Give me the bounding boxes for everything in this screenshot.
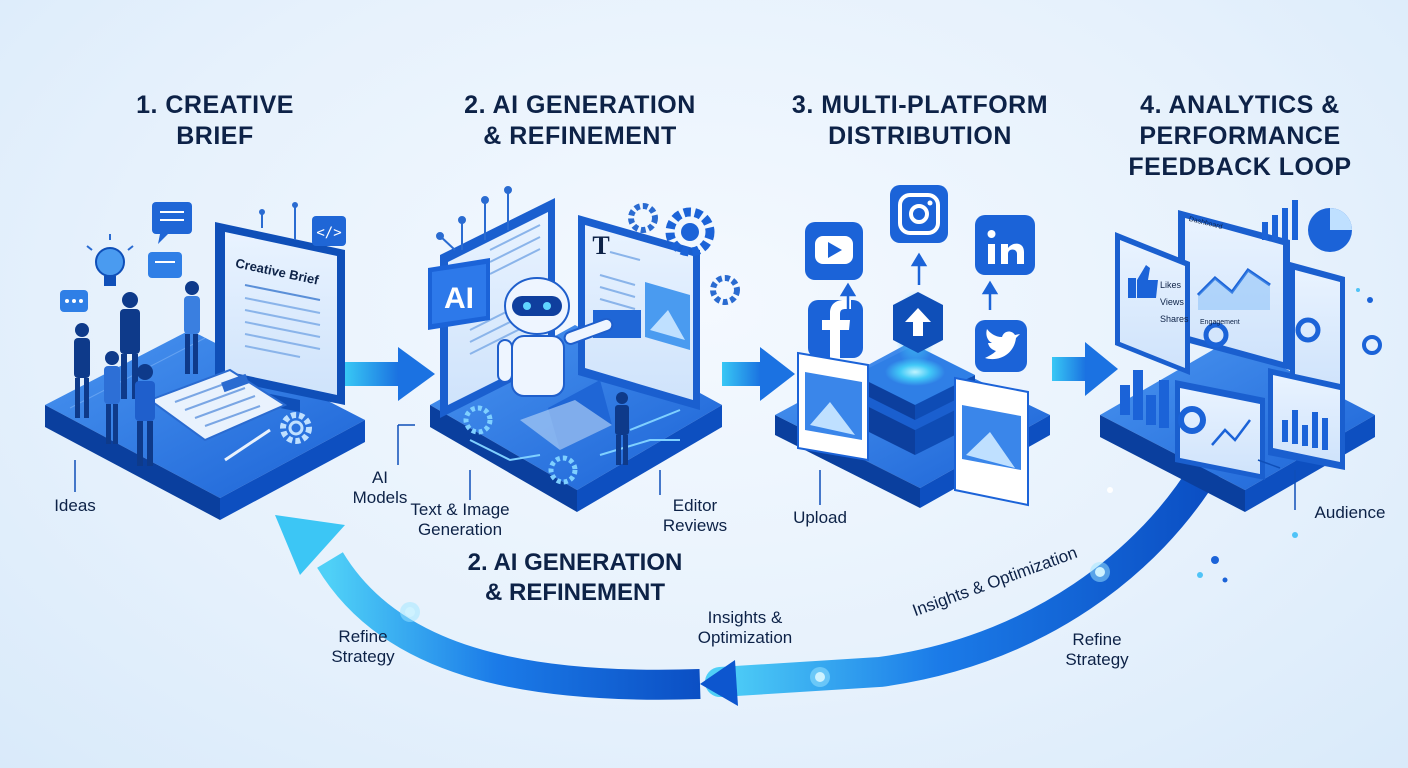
step-title-4-line2: PERFORMANCE xyxy=(1139,122,1341,150)
code-icon: </> xyxy=(259,202,346,246)
monitor xyxy=(215,222,345,412)
editor-line1: Editor xyxy=(672,496,718,515)
metric-views: Views xyxy=(1160,297,1184,307)
thumbs-up-icon xyxy=(1128,265,1158,298)
upload-icon xyxy=(893,292,943,353)
step-title-1-line2: BRIEF xyxy=(176,122,254,150)
step-arrow-3 xyxy=(1052,342,1118,396)
step-title-1-line1: 1. CREATIVE xyxy=(136,91,294,119)
lightbulb-icon xyxy=(86,234,134,286)
text-image-line1: Text & Image xyxy=(410,500,510,519)
text-glyph: T xyxy=(592,231,610,260)
step-arrow-2 xyxy=(722,347,795,401)
panel-analytics xyxy=(1100,200,1382,583)
panel-creative-brief: </> xyxy=(45,202,365,520)
editor-line2: Reviews xyxy=(662,516,728,535)
bar-chart-icon xyxy=(1262,200,1298,240)
step-title-3: 3. MULTI-PLATFORM DISTRIBUTION xyxy=(775,90,1065,152)
gear-icon xyxy=(280,412,312,444)
editor-reviews-label: Editor Reviews xyxy=(650,496,740,536)
image-icon xyxy=(797,351,1029,507)
ai-badge-text: AI xyxy=(444,282,474,315)
clipboard-icon xyxy=(147,368,288,442)
audience-label: Audience xyxy=(1314,503,1386,522)
step-title-2-line1: 2. AI GENERATION xyxy=(464,91,696,119)
image-icon xyxy=(645,282,690,350)
step-title-3-line2: DISTRIBUTION xyxy=(828,122,1012,150)
ai-badge xyxy=(428,258,490,330)
ideas-label: Ideas xyxy=(54,496,96,515)
insights-mid-line1: Insights & xyxy=(707,608,783,627)
panel-distribution xyxy=(775,185,1050,508)
step-title-4: 4. ANALYTICS & PERFORMANCE FEEDBACK LOOP xyxy=(1110,90,1370,183)
metric-shares: Shares xyxy=(1160,314,1189,324)
team-people xyxy=(74,281,200,466)
bar-chart-icon xyxy=(1282,410,1328,450)
engagement-label: Engagement xyxy=(1200,319,1240,326)
loop-title-line1: 2. AI GENERATION xyxy=(467,549,683,576)
step-title-3-line1: 3. MULTI-PLATFORM xyxy=(791,91,1049,119)
twitter-icon xyxy=(975,320,1027,372)
text-image-line2: Generation xyxy=(417,520,503,539)
step-title-2-line2: & REFINEMENT xyxy=(483,122,677,150)
loop-center-title: 2. AI GENERATION & REFINEMENT xyxy=(430,548,720,608)
step-title-4-line3: FEEDBACK LOOP xyxy=(1128,153,1352,181)
insights-optimization-mid: Insights & Optimization xyxy=(680,608,810,648)
feedback-loop-arrow xyxy=(275,455,1220,706)
step-title-4-line1: 4. ANALYTICS & xyxy=(1140,91,1340,119)
upload-label: Upload xyxy=(793,508,847,527)
chat-bubble-icon xyxy=(60,202,192,312)
insights-mid-line2: Optimization xyxy=(697,628,793,647)
svg-text:</>: </> xyxy=(316,225,341,241)
step-title-2: 2. AI GENERATION & REFINEMENT xyxy=(435,90,725,152)
pie-chart-icon xyxy=(1308,208,1352,252)
step-title-1: 1. CREATIVE BRIEF xyxy=(80,90,350,152)
linkedin-icon xyxy=(975,215,1035,275)
refine-right-line1: Refine xyxy=(1072,630,1122,649)
panel-ai-generation xyxy=(397,186,740,512)
ai-models-label: AI Models xyxy=(350,468,410,508)
youtube-icon xyxy=(805,222,863,280)
facebook-icon xyxy=(808,300,863,358)
ai-models-line2: Models xyxy=(352,488,408,507)
gear-icon xyxy=(463,203,740,485)
refine-right-line2: Strategy xyxy=(1065,650,1129,669)
text-image-generation-label: Text & Image Generation xyxy=(395,500,525,540)
refine-left-line2: Strategy xyxy=(331,647,395,666)
loop-title-line2: & REFINEMENT xyxy=(485,579,665,606)
refine-left-line1: Refine xyxy=(338,627,388,646)
pen-icon xyxy=(224,428,271,462)
refine-strategy-left: Refine Strategy xyxy=(318,627,408,667)
refine-strategy-right: Refine Strategy xyxy=(1052,630,1142,670)
step-arrow-1 xyxy=(345,347,435,401)
instagram-icon xyxy=(890,185,948,243)
robot-icon xyxy=(497,277,614,397)
metric-likes: Likes xyxy=(1160,280,1182,290)
ai-models-line1: AI xyxy=(371,468,389,487)
